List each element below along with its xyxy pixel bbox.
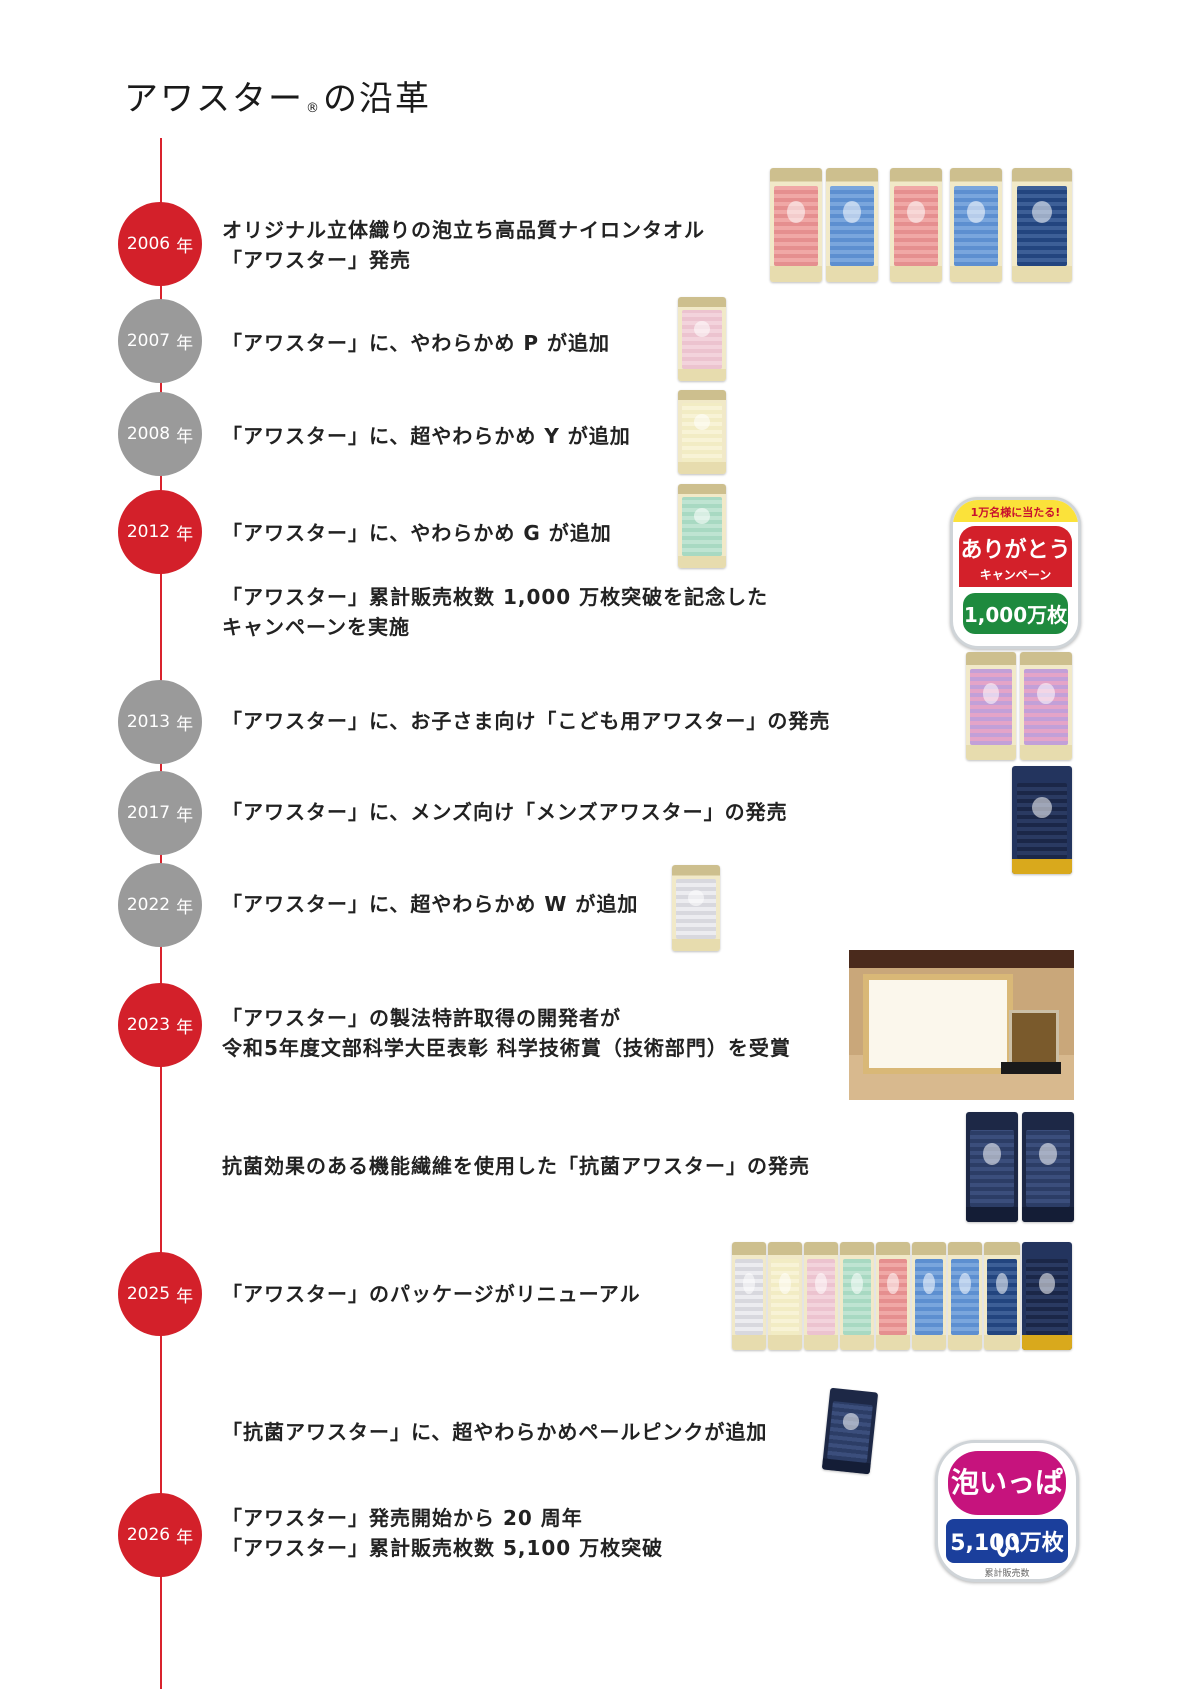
foam-badge-image: 泡いっぱい 5,100万枚 累計販売数 xyxy=(935,1440,1079,1582)
event-2008: 「アワスター」に、超やわらかめ Y が追加 xyxy=(222,424,631,448)
event-2025-pale-pink: 「抗菌アワスター」に、超やわらかめペールピンクが追加 xyxy=(222,1420,768,1444)
event-2017: 「アワスター」に、メンズ向け「メンズアワスター」の発売 xyxy=(222,800,788,824)
award-photo xyxy=(849,950,1074,1100)
product-package-image xyxy=(768,1242,802,1350)
mens-product-package-image xyxy=(1012,766,1072,874)
antibacterial-package-image xyxy=(966,1112,1018,1222)
registered-mark: ® xyxy=(306,100,321,116)
event-2007: 「アワスター」に、やわらかめ P が追加 xyxy=(222,331,610,355)
product-package-image xyxy=(950,168,1002,282)
product-package-image xyxy=(826,168,878,282)
product-package-image xyxy=(840,1242,874,1350)
product-package-image xyxy=(890,168,942,282)
product-package-image xyxy=(966,652,1016,760)
product-package-image xyxy=(732,1242,766,1350)
antibacterial-package-image xyxy=(821,1387,879,1475)
event-2026: 「アワスター」発売開始から 20 周年「アワスター」累計販売枚数 5,100 万… xyxy=(222,1506,664,1560)
campaign-badge-image: 1万名様に当たる! ありがとう キャンペーン 1,000万枚 xyxy=(950,497,1081,649)
product-package-image xyxy=(948,1242,982,1350)
product-package-image xyxy=(672,865,720,951)
antibacterial-package-image xyxy=(1022,1112,1074,1222)
event-2025: 「アワスター」のパッケージがリニューアル xyxy=(222,1282,641,1306)
product-package-image xyxy=(1020,652,1072,760)
product-package-image xyxy=(678,390,726,474)
event-2006: オリジナル立体織りの泡立ち高品質ナイロンタオル「アワスター」発売 xyxy=(222,218,705,272)
event-2012-campaign: 「アワスター」累計販売枚数 1,000 万枚突破を記念したキャンペーンを実施 xyxy=(222,585,769,639)
product-package-image xyxy=(876,1242,910,1350)
product-package-image xyxy=(678,484,726,568)
product-package-image xyxy=(1012,168,1072,282)
product-package-image xyxy=(804,1242,838,1350)
mens-product-package-image xyxy=(1022,1242,1072,1350)
event-2012: 「アワスター」に、やわらかめ G が追加 xyxy=(222,521,612,545)
event-2023-antibacterial: 抗菌効果のある機能繊維を使用した「抗菌アワスター」の発売 xyxy=(222,1154,810,1178)
event-2023: 「アワスター」の製法特許取得の開発者が令和5年度文部科学大臣表彰 科学技術賞（技… xyxy=(222,1006,791,1060)
product-package-image xyxy=(678,297,726,381)
event-2022: 「アワスター」に、超やわらかめ W が追加 xyxy=(222,892,639,916)
product-package-image xyxy=(912,1242,946,1350)
product-package-image xyxy=(770,168,822,282)
product-package-image xyxy=(984,1242,1020,1350)
event-2013: 「アワスター」に、お子さま向け「こども用アワスター」の発売 xyxy=(222,709,831,733)
page-title: アワスター®の沿革 xyxy=(124,78,431,119)
